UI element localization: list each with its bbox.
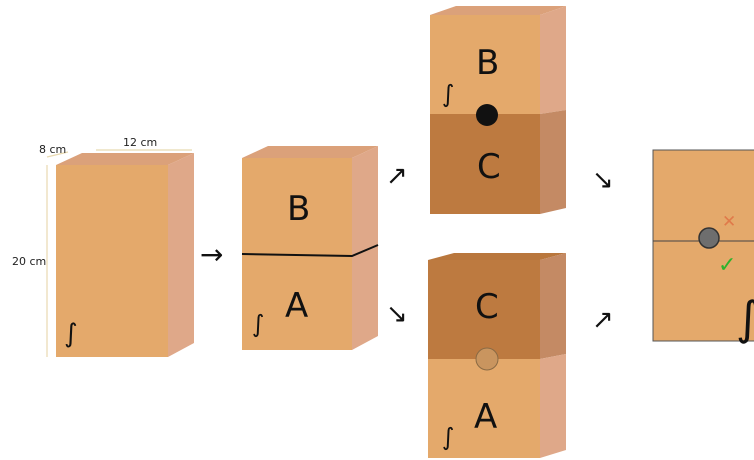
arrow-up-right-1: ↗ [386,161,408,191]
result-block: ✕ ✓ ∫ [652,149,754,345]
arrow-down-right-1: ↘ [386,299,408,329]
depth-label: 8 cm [39,143,66,156]
stack-c-on-a: C A ∫ [428,253,566,458]
cut-block-label-a: A [285,286,308,326]
width-label: 12 cm [123,136,157,149]
wrong-mark: ✕ [722,212,736,232]
cut-block-top [242,146,378,158]
stack-c2-top [428,253,566,260]
cut-block: B A ∫ [241,146,379,350]
stack-top-label-b: B [476,43,499,83]
stack-c-front [430,114,540,214]
whole-block-side [168,153,194,357]
stack-b-on-c: B C ∫ [430,6,566,214]
cut-line [241,244,379,258]
tan-dot [475,347,499,371]
stack-b-side [540,6,566,114]
depth-line [46,151,69,158]
cut-block-label-b: B [287,189,310,229]
stack-c-side [540,110,566,214]
cut-block-mark: ∫ [252,310,265,338]
result-mark: ∫ [736,291,754,345]
black-dot [476,104,498,126]
whole-block-top [56,153,194,165]
stack-b-top [430,6,566,15]
whole-block-front [56,165,168,357]
stack-c2-front [428,260,540,359]
arrow-down-right-2: ↘ [592,165,614,195]
stack-c2-side [540,253,566,359]
whole-block-mark: ∫ [64,319,78,349]
grey-dot [698,227,720,249]
correct-mark: ✓ [718,253,736,278]
arrow-right: → [200,238,223,271]
stack-top-label-c: C [477,147,501,187]
stack-a-side [540,354,566,458]
stack-b-front [430,15,540,114]
stack-bottom-label-a: A [474,397,497,437]
cut-block-side [352,146,378,350]
stack-top-mark: ∫ [442,80,455,108]
arrow-up-right-2: ↗ [592,305,614,335]
whole-block: ∫ [56,153,194,357]
stack-bottom-mark: ∫ [442,423,455,451]
stack-a-front [428,359,540,458]
dimension-lines: 8 cm 12 cm 20 cm [12,136,192,357]
height-label: 20 cm [12,255,46,268]
stack-bottom-label-c: C [475,287,499,327]
